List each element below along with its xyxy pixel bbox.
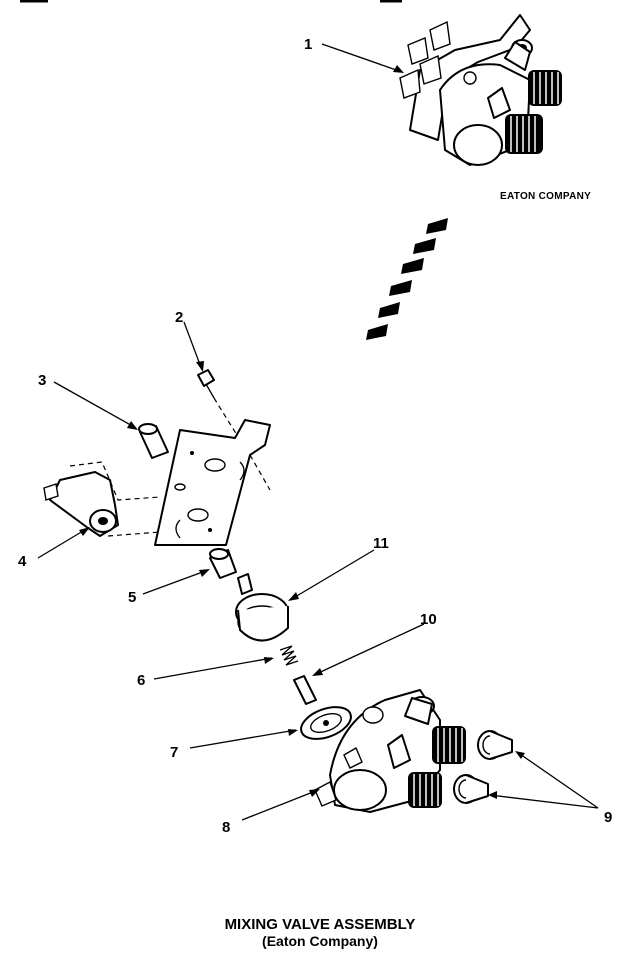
callout-3: 3 <box>38 372 46 389</box>
body-thread-upper <box>432 726 466 764</box>
diagram-title: MIXING VALVE ASSEMBLY <box>224 916 416 933</box>
callout-7: 7 <box>170 744 178 761</box>
callout-11: 11 <box>373 535 389 552</box>
callout-9: 9 <box>604 809 612 826</box>
manufacturer-label: EATON COMPANY <box>500 191 591 202</box>
explode-direction-arrows <box>366 218 448 340</box>
valve-body <box>314 689 466 813</box>
plunger <box>293 675 317 705</box>
inlet-threads-lower <box>505 114 543 154</box>
callout-6: 6 <box>137 672 145 689</box>
solenoid-cup <box>235 573 289 642</box>
spacer <box>138 423 169 459</box>
diagram-subtitle: (Eaton Company) <box>262 933 378 949</box>
mounting-bracket <box>154 419 271 546</box>
body-thread-lower <box>408 772 442 808</box>
screw <box>197 369 241 441</box>
solenoid-coil <box>43 461 161 537</box>
callout-5: 5 <box>128 589 136 606</box>
callout-1: 1 <box>304 36 312 53</box>
inlet-screen-upper <box>477 730 513 760</box>
sleeve <box>209 548 237 579</box>
callout-10: 10 <box>420 611 437 628</box>
callout-8: 8 <box>222 819 230 836</box>
inlet-threads-upper <box>528 70 562 106</box>
diaphragm <box>300 706 352 740</box>
spring <box>279 645 299 666</box>
callout-4: 4 <box>18 553 27 570</box>
callout-2: 2 <box>175 309 183 326</box>
inlet-screen-lower <box>453 774 489 804</box>
assembled-mixing-valve <box>399 14 562 166</box>
